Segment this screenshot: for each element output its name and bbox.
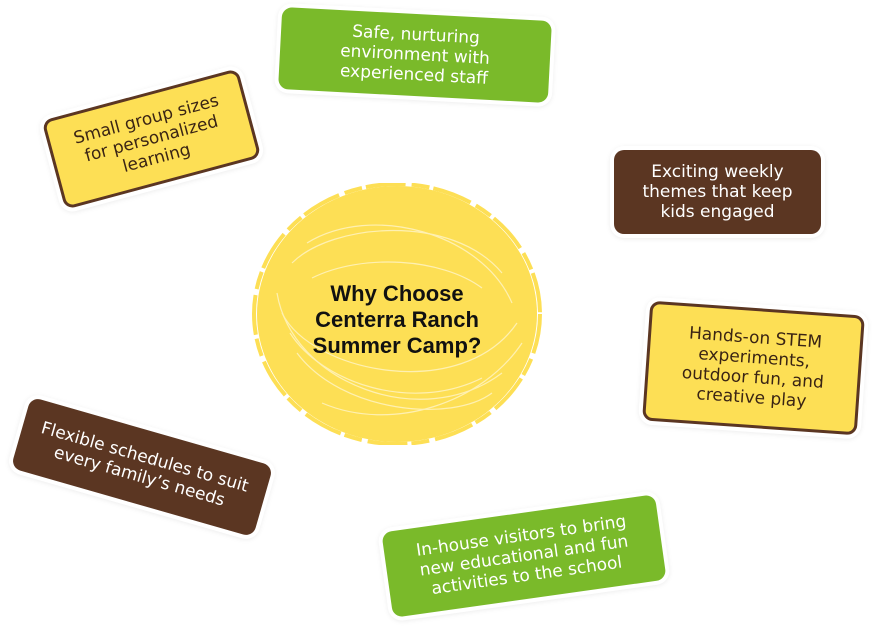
card-flexible-schedules: Flexible schedules to suit every family’… [10, 396, 274, 538]
card-in-house-visitors-text: In-house visitors to bring new education… [414, 511, 630, 600]
center-title: Why Choose Centerra Ranch Summer Camp? [312, 281, 482, 358]
card-weekly-themes: Exciting weekly themes that keep kids en… [614, 150, 821, 234]
card-stem: Hands-on STEM experiments, outdoor fun, … [642, 300, 865, 436]
card-in-house-visitors: In-house visitors to bring new education… [381, 494, 667, 618]
card-flexible-schedules-text: Flexible schedules to suit every family’… [38, 418, 251, 511]
card-stem-text: Hands-on STEM experiments, outdoor fun, … [681, 323, 825, 412]
scribble-circle [252, 183, 542, 445]
center-badge: Why Choose Centerra Ranch Summer Camp? [252, 183, 542, 445]
card-small-groups: Small group sizes for personalized learn… [41, 68, 262, 210]
card-small-groups-text: Small group sizes for personalized learn… [71, 90, 221, 177]
card-safe-environment: Safe, nurturing environment with experie… [278, 6, 552, 104]
card-weekly-themes-text: Exciting weekly themes that keep kids en… [642, 161, 793, 223]
card-safe-environment-text: Safe, nurturing environment with experie… [339, 21, 491, 89]
